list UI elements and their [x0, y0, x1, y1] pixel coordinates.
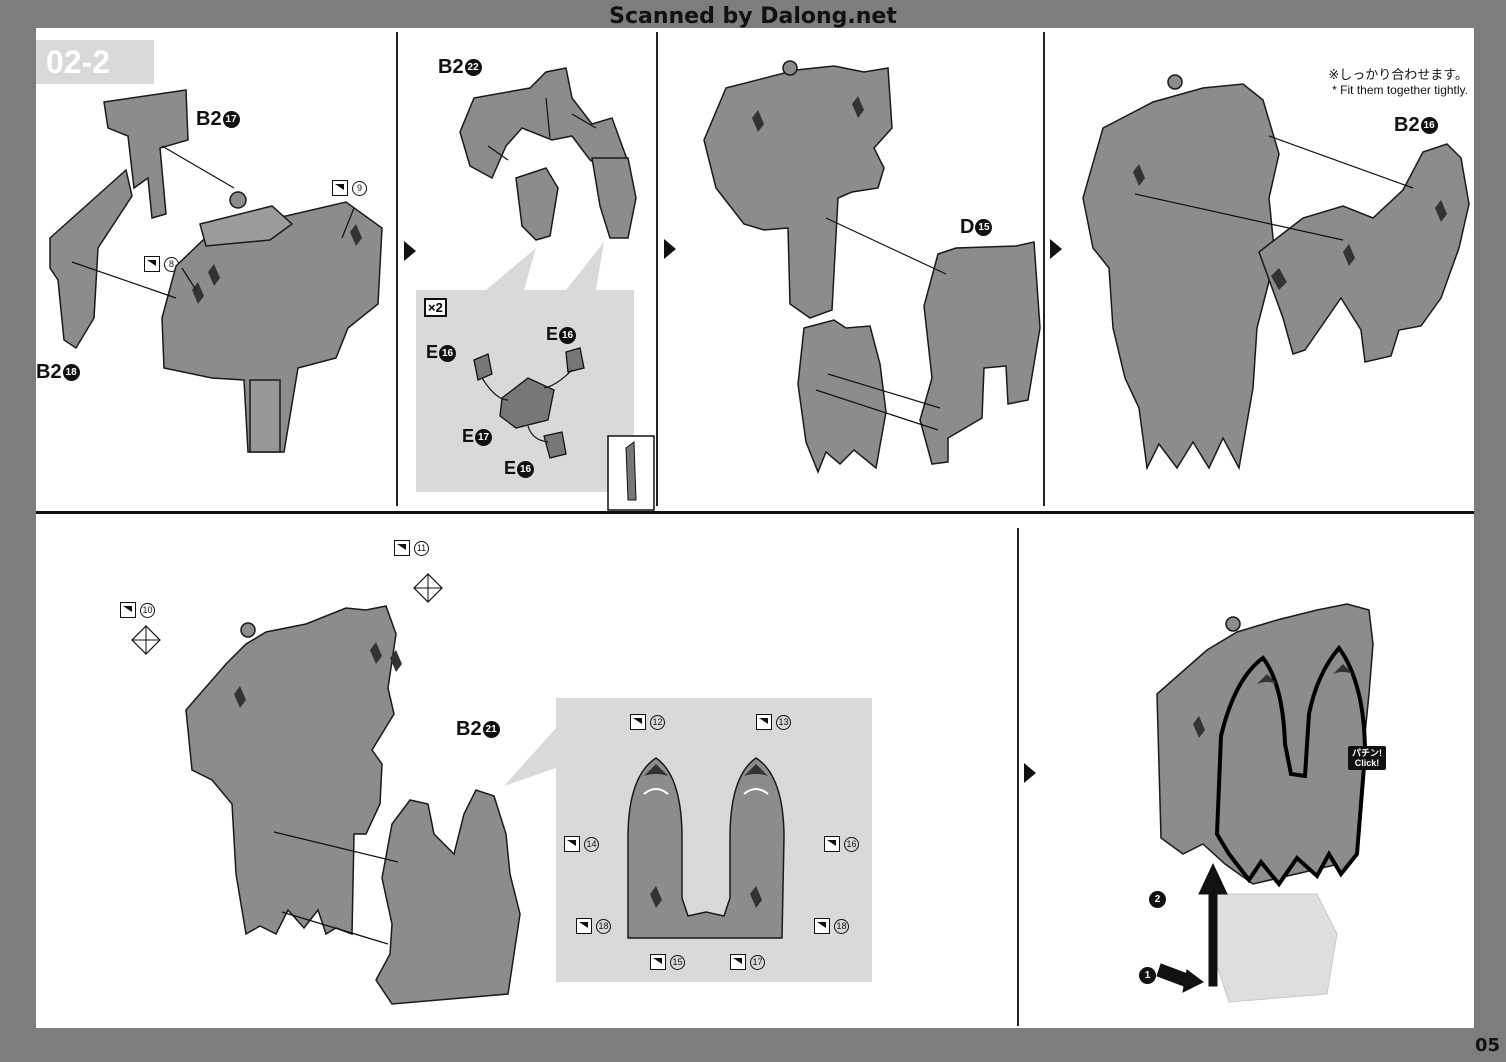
step-number-1: 1: [1138, 966, 1156, 984]
divider-horizontal: [36, 511, 1474, 514]
divider-top-3: [1043, 32, 1045, 506]
joint-parts-drawing: [473, 347, 655, 511]
click-badge: パチン! Click!: [1348, 746, 1386, 770]
step-label: 02-2: [36, 40, 154, 84]
watermark-text: Scanned by Dalong.net: [609, 4, 897, 29]
page-number: 05: [1474, 1035, 1500, 1056]
sticker-9: 9: [332, 180, 367, 196]
callout-pointer-drawing: [504, 728, 556, 786]
step-arrow-icon: [400, 236, 426, 266]
step-number-2: 2: [1148, 890, 1166, 908]
divider-top-2: [656, 32, 658, 506]
side-armor-drawing: [1082, 74, 1470, 471]
sticker-15: 15: [650, 954, 685, 970]
step-arrow-icon: [660, 234, 686, 264]
sticker-10: 10: [120, 602, 155, 618]
multiplier-badge: ×2: [424, 298, 447, 317]
fit-tightly-note: ※しっかり合わせます。 * Fit them together tightly.: [1276, 64, 1468, 97]
full-assembly-drawing: [131, 573, 521, 1005]
sticker-17: 17: [730, 954, 765, 970]
step-arrow-icon: [1046, 234, 1072, 264]
core-frame-drawing: [703, 60, 1041, 475]
note-jp: ※しっかり合わせます。: [1328, 67, 1468, 82]
divider-top-1: [396, 32, 398, 506]
frame-parts-drawing: [459, 67, 637, 241]
callout-pointer-drawing: [486, 242, 604, 290]
completed-backpack-drawing: [1156, 603, 1374, 1003]
sticker-14: 14: [564, 836, 599, 852]
backpack-detail-drawing: [627, 757, 785, 939]
sticker-16: 16: [824, 836, 859, 852]
sticker-12: 12: [630, 714, 665, 730]
sticker-11: 11: [394, 540, 429, 556]
note-en: * Fit them together tightly.: [1332, 83, 1468, 97]
armor-plate-drawing: [49, 89, 383, 453]
sticker-13: 13: [756, 714, 791, 730]
sticker-18-left: 18: [576, 918, 611, 934]
sticker-18-right: 18: [814, 918, 849, 934]
inset-sticker-guide: 12 13 14 16 18 18 15 17: [556, 698, 872, 982]
divider-bottom-1: [1017, 528, 1019, 1026]
step-arrow-icon: [1020, 758, 1046, 788]
